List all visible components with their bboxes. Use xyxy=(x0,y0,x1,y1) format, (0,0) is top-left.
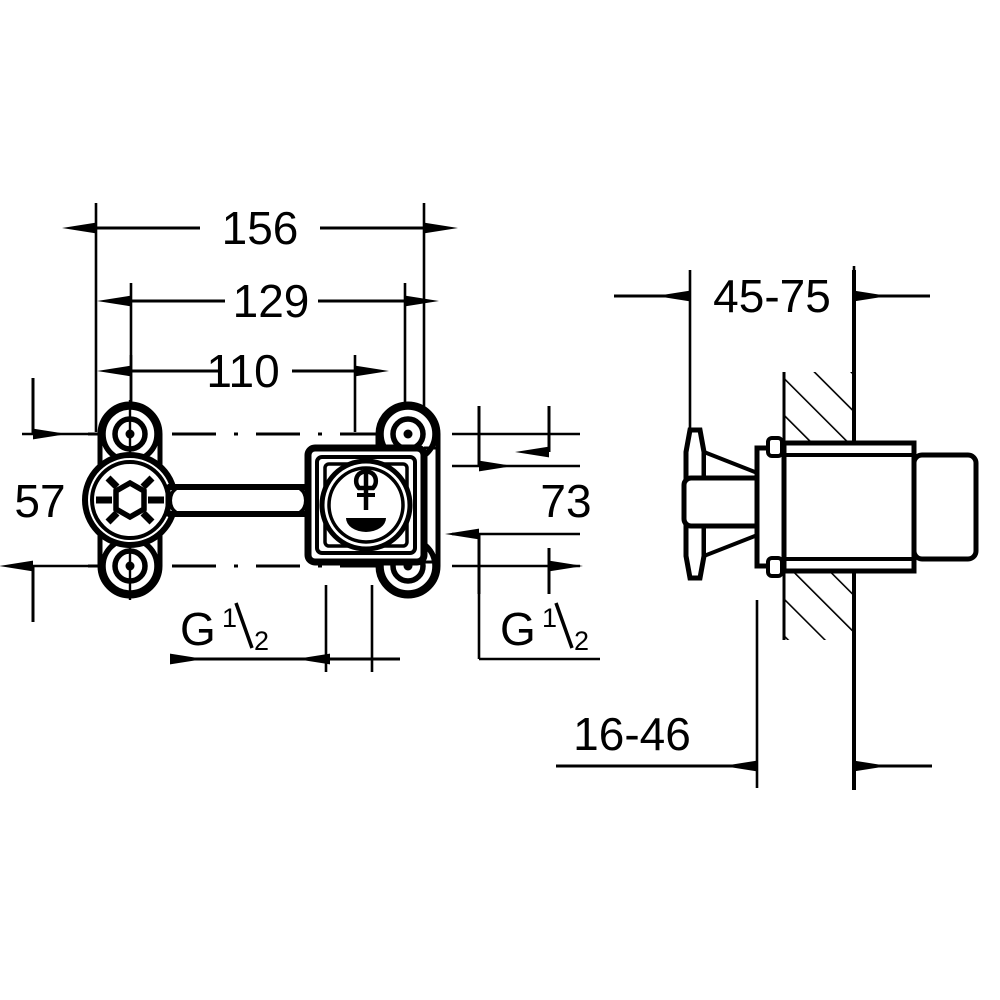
dimension-57: 57 xyxy=(0,378,135,622)
thread-left-g: G xyxy=(180,603,216,655)
thread-right-fraction-bar xyxy=(554,602,574,649)
thread-left-numerator: 1 xyxy=(222,603,237,633)
cartridge-end-cap xyxy=(911,452,979,562)
dim-73-label: 73 xyxy=(540,475,591,527)
connecting-pipe xyxy=(165,484,319,517)
dim-110-label: 110 xyxy=(206,345,279,397)
dimension-45-75: 45-75 xyxy=(614,266,930,430)
thread-right-denominator: 2 xyxy=(574,626,589,656)
mounting-flange-left xyxy=(82,400,178,600)
thread-left-fraction-bar xyxy=(234,602,254,649)
thread-label-right: G 1 2 xyxy=(477,566,600,661)
dim-57-label: 57 xyxy=(14,475,65,527)
dim-1646-label: 16-46 xyxy=(573,708,691,760)
dim-4575-label: 45-75 xyxy=(713,270,831,322)
sleeve-lug-bottom xyxy=(766,556,784,578)
brand-mark-icon xyxy=(346,469,386,532)
thread-right-g: G xyxy=(500,603,536,655)
dim-156-label: 156 xyxy=(222,202,299,254)
front-view-extension-lines xyxy=(94,203,426,432)
escutcheon xyxy=(681,427,765,581)
escutcheon-collar xyxy=(681,475,765,529)
pipe-body xyxy=(165,484,319,517)
flange-hex-socket xyxy=(113,479,147,521)
valve-cartridge xyxy=(781,440,979,574)
thread-right-numerator: 1 xyxy=(542,603,557,633)
thread-label-left: G 1 2 xyxy=(170,585,400,672)
valve-mounting-hole-top-center xyxy=(403,429,413,439)
flange-hub-spokes xyxy=(96,475,164,525)
pipe-left-collar xyxy=(168,487,177,514)
dimension-129: 129 xyxy=(97,275,439,327)
dimension-156: 156 xyxy=(62,202,458,254)
thread-left-denominator: 2 xyxy=(254,626,269,656)
front-view: 156 129 110 57 xyxy=(0,202,600,672)
section-view: 45-75 16-46 xyxy=(556,266,979,790)
cartridge-main-body xyxy=(781,440,917,574)
dim-129-label: 129 xyxy=(233,275,310,327)
dimension-16-46: 16-46 xyxy=(556,600,932,788)
sleeve-lug-top xyxy=(766,436,784,458)
valve-body-square xyxy=(304,401,441,599)
dimension-110: 110 xyxy=(97,345,389,397)
brand-mark-bowl xyxy=(346,518,386,532)
